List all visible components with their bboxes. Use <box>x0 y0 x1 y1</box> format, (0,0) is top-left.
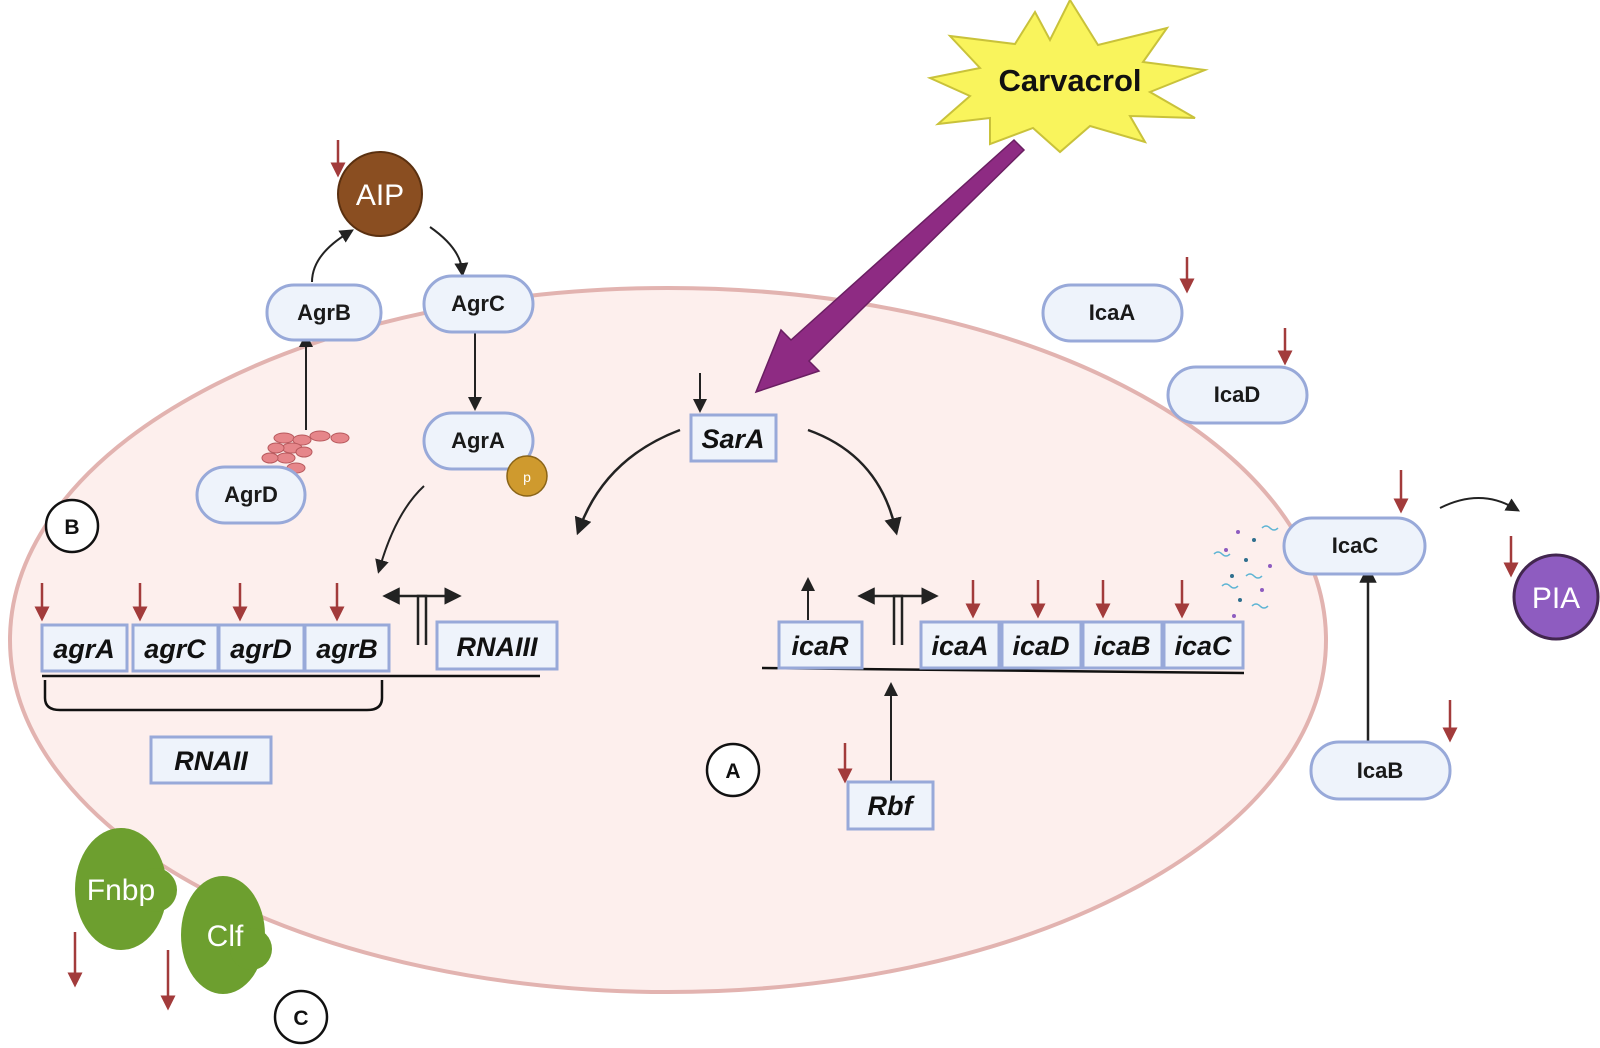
protein-icac-label: IcaC <box>1332 533 1379 558</box>
protein-agrb-label: AgrB <box>297 300 351 325</box>
gene-rbf-label: Rbf <box>868 791 916 821</box>
clf-label: Clf <box>207 920 244 953</box>
gene-icab: icaB <box>1081 620 1164 670</box>
gene-icar-label: icaR <box>791 631 849 661</box>
protein-icac: IcaC <box>1282 516 1427 576</box>
gene-icar: icaR <box>777 620 864 670</box>
protein-agrc-label: AgrC <box>451 291 505 316</box>
pathway-arrows <box>299 226 1521 782</box>
panel-label-a: A <box>705 742 761 798</box>
gene-rnaii-label: RNAII <box>174 746 248 776</box>
gene-icab-label: icaB <box>1093 631 1150 661</box>
gene-sara-label: SarA <box>701 424 764 454</box>
gene-icad-label: icaD <box>1012 631 1069 661</box>
protein-icab: IcaB <box>1309 740 1452 801</box>
pia-molecule: PIA <box>1512 553 1600 641</box>
pia-label: PIA <box>1532 582 1580 615</box>
gene-rnaii: RNAII <box>149 735 273 785</box>
carvacrol-starburst: Carvacrol <box>926 0 1209 154</box>
promoter-agr <box>382 587 462 645</box>
gene-icad: icaD <box>1000 620 1083 670</box>
protein-agra-label: AgrA <box>451 428 505 453</box>
protein-icaa-label: IcaA <box>1089 300 1136 325</box>
protein-agrc: AgrC <box>422 274 535 334</box>
protein-agrb: AgrB <box>265 283 383 342</box>
gene-agrd: agrD <box>217 623 306 673</box>
protein-icaa: IcaA <box>1041 283 1184 343</box>
gene-icac-label: icaC <box>1174 631 1232 661</box>
protein-icad: IcaD <box>1166 365 1309 425</box>
aip-label: AIP <box>356 179 404 212</box>
protein-agrd: AgrD <box>195 465 307 525</box>
svg-text:C: C <box>293 1007 308 1030</box>
promoter-ica <box>857 587 939 645</box>
gene-agrd-label: agrD <box>230 634 292 664</box>
carvacrol-label: Carvacrol <box>998 63 1141 98</box>
downregulation-arrows <box>34 140 1519 1011</box>
gene-agrb-label: agrB <box>316 634 378 664</box>
protein-agrd-label: AgrD <box>224 482 278 507</box>
bacterial-cell <box>8 286 1328 994</box>
phosphate-group: p <box>506 455 548 497</box>
rnaii-bracket <box>43 680 384 712</box>
gene-rnaiii: RNAIII <box>435 620 559 671</box>
gene-icac: icaC <box>1162 620 1245 670</box>
panel-label-c: C <box>273 989 329 1045</box>
gene-agrc: agrC <box>131 623 220 673</box>
svg-text:A: A <box>725 760 740 783</box>
gene-agra-label: agrA <box>53 634 115 664</box>
gene-sara: SarA <box>689 413 778 463</box>
pia-particles <box>1213 525 1279 618</box>
gene-rnaiii-label: RNAIII <box>457 632 538 662</box>
protein-icad-label: IcaD <box>1214 382 1260 407</box>
protein-agra: AgrA <box>422 411 535 471</box>
aip-molecule: AIP <box>337 151 423 237</box>
gene-rbf: Rbf <box>846 780 935 831</box>
gene-agrc-label: agrC <box>144 634 206 664</box>
fnbp-protein: Fnbp <box>75 828 177 950</box>
carvacrol-arrow <box>754 138 1026 394</box>
protein-icab-label: IcaB <box>1357 758 1403 783</box>
panel-label-b: B <box>44 498 100 554</box>
gene-agrb: agrB <box>303 623 391 673</box>
gene-icaa: icaA <box>919 620 1001 670</box>
gene-icaa-label: icaA <box>931 631 988 661</box>
gene-agra: agrA <box>40 623 129 673</box>
clf-protein: Clf <box>181 876 272 994</box>
phosphate-label: p <box>523 469 531 485</box>
fnbp-label: Fnbp <box>87 874 155 907</box>
svg-text:B: B <box>64 516 79 539</box>
